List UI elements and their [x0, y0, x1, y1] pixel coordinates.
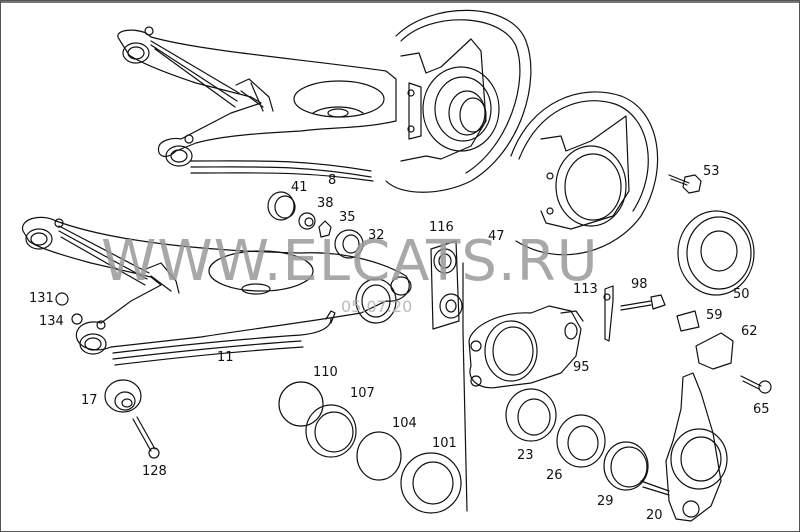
small-hardware-right [603, 174, 772, 394]
callout-101[interactable]: 101 [432, 436, 457, 451]
callout-98[interactable]: 98 [631, 277, 648, 292]
brake-disc-shield-part-47 [510, 91, 659, 256]
callout-38[interactable]: 38 [317, 196, 334, 211]
callout-35[interactable]: 35 [339, 210, 356, 225]
mounting-bracket-part-116 [430, 240, 468, 512]
callout-95[interactable]: 95 [573, 360, 590, 375]
callout-41[interactable]: 41 [291, 180, 308, 195]
lower-control-arm-part-11 [22, 216, 412, 366]
callout-32[interactable]: 32 [368, 228, 385, 243]
upper-control-arm-part-8 [117, 26, 397, 182]
lower-left-hardware [55, 292, 160, 459]
knuckle-part-20 [640, 372, 728, 522]
callout-8[interactable]: 8 [328, 173, 337, 188]
callout-59[interactable]: 59 [706, 308, 723, 323]
bushing-set-41-38-35-32 [267, 191, 364, 259]
callout-53[interactable]: 53 [703, 164, 720, 179]
callout-11[interactable]: 11 [217, 350, 234, 365]
bearings-rings-row [278, 381, 649, 514]
callout-23[interactable]: 23 [517, 448, 534, 463]
callout-107[interactable]: 107 [350, 386, 375, 401]
callout-104[interactable]: 104 [392, 416, 417, 431]
callout-62[interactable]: 62 [741, 324, 758, 339]
wheel-carrier-part-95 [468, 305, 584, 389]
callout-29[interactable]: 29 [597, 494, 614, 509]
callout-116[interactable]: 116 [429, 220, 454, 235]
callout-134[interactable]: 134 [39, 314, 64, 329]
callout-110[interactable]: 110 [313, 365, 338, 380]
callout-26[interactable]: 26 [546, 468, 563, 483]
circlip-110 [278, 381, 324, 427]
callout-128[interactable]: 128 [142, 464, 167, 479]
brake-disc-shield-upper [385, 9, 532, 193]
callout-131[interactable]: 131 [29, 291, 54, 306]
callout-47[interactable]: 47 [488, 229, 505, 244]
callout-50[interactable]: 50 [733, 287, 750, 302]
callout-20[interactable]: 20 [646, 508, 663, 523]
callout-65[interactable]: 65 [753, 402, 770, 417]
callout-17[interactable]: 17 [81, 393, 98, 408]
callout-113[interactable]: 113 [573, 282, 598, 297]
